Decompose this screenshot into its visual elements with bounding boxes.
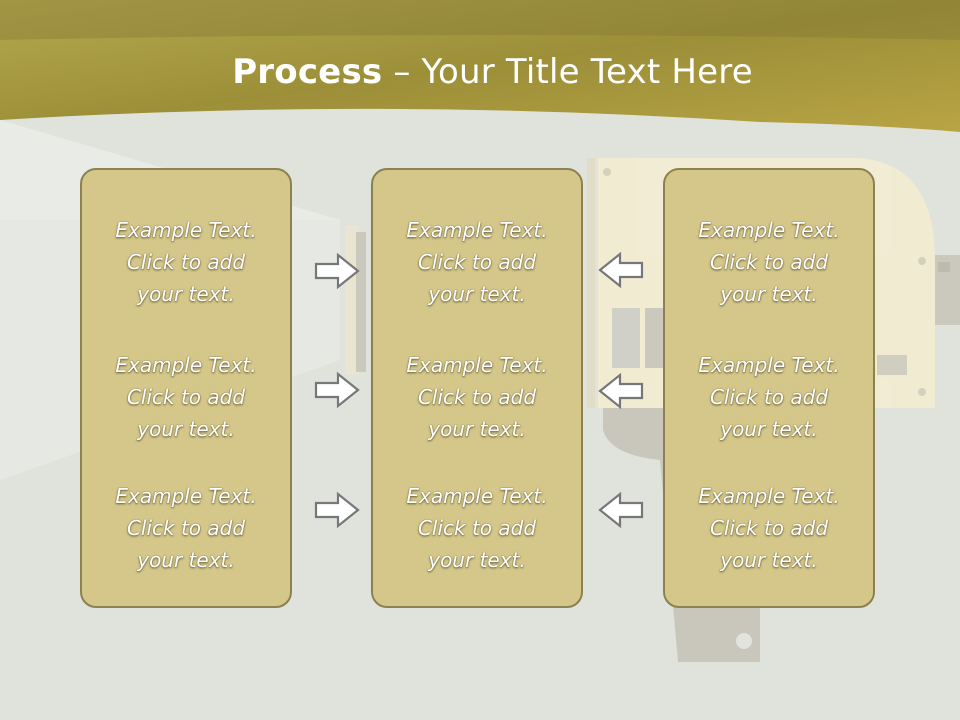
text-line: Click to add — [417, 250, 537, 274]
text-line: your text. — [137, 282, 235, 306]
text-block[interactable]: Example Text. Click to add your text. — [665, 349, 873, 445]
text-line: Click to add — [126, 385, 246, 409]
process-panel-center[interactable]: Example Text. Click to add your text. Ex… — [371, 168, 583, 608]
process-panel-right[interactable]: Example Text. Click to add your text. Ex… — [663, 168, 875, 608]
text-line: Example Text. — [406, 484, 548, 508]
right-arrow-icon — [314, 252, 360, 290]
text-line: your text. — [720, 417, 818, 441]
text-line: your text. — [428, 417, 526, 441]
right-arrow-icon — [314, 371, 360, 409]
text-block[interactable]: Example Text. Click to add your text. — [373, 214, 581, 310]
text-line: Click to add — [417, 516, 537, 540]
text-block[interactable]: Example Text. Click to add your text. — [373, 480, 581, 576]
text-line: Example Text. — [115, 218, 257, 242]
text-line: Example Text. — [698, 218, 840, 242]
text-block[interactable]: Example Text. Click to add your text. — [373, 349, 581, 445]
text-line: your text. — [137, 548, 235, 572]
left-arrow-icon — [598, 251, 644, 289]
text-line: your text. — [720, 282, 818, 306]
slide-title: Process – Your Title Text Here — [0, 52, 960, 92]
text-line: your text. — [720, 548, 818, 572]
text-block[interactable]: Example Text. Click to add your text. — [665, 214, 873, 310]
text-line: Click to add — [709, 385, 829, 409]
text-block[interactable]: Example Text. Click to add your text. — [665, 480, 873, 576]
text-line: your text. — [428, 548, 526, 572]
text-block[interactable]: Example Text. Click to add your text. — [82, 349, 290, 445]
left-arrow-icon — [598, 372, 644, 410]
right-arrow-icon — [314, 491, 360, 529]
text-line: Click to add — [417, 385, 537, 409]
text-line: Example Text. — [406, 218, 548, 242]
text-line: Click to add — [709, 516, 829, 540]
text-line: Click to add — [126, 250, 246, 274]
title-bold: Process — [232, 52, 383, 92]
text-line: Example Text. — [698, 484, 840, 508]
process-panel-left[interactable]: Example Text. Click to add your text. Ex… — [80, 168, 292, 608]
text-line: Example Text. — [698, 353, 840, 377]
text-line: Click to add — [709, 250, 829, 274]
text-block[interactable]: Example Text. Click to add your text. — [82, 480, 290, 576]
text-block[interactable]: Example Text. Click to add your text. — [82, 214, 290, 310]
text-line: Example Text. — [115, 484, 257, 508]
text-line: Example Text. — [406, 353, 548, 377]
title-rest: – Your Title Text Here — [382, 52, 753, 92]
left-arrow-icon — [598, 491, 644, 529]
text-line: your text. — [428, 282, 526, 306]
text-line: Example Text. — [115, 353, 257, 377]
text-line: Click to add — [126, 516, 246, 540]
text-line: your text. — [137, 417, 235, 441]
